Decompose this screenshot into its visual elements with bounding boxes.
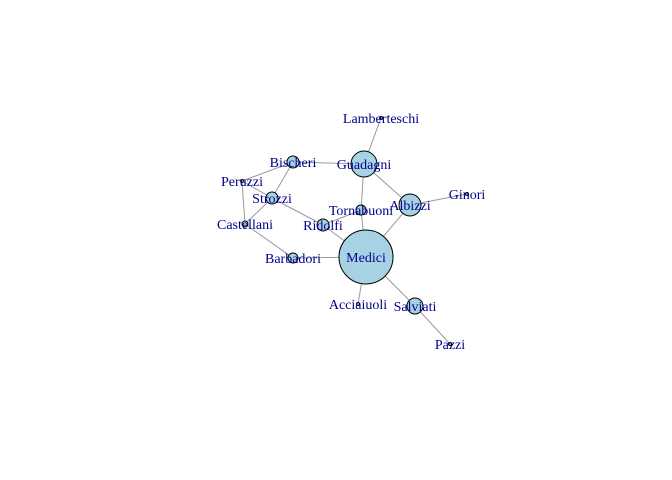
- node-label-ridolfi: Ridolfi: [303, 219, 343, 234]
- node-castellani: [241, 220, 249, 228]
- edge-salviati-pazzi: [414, 305, 451, 345]
- node-label-acciaiuoli: Acciaiuoli: [329, 298, 387, 313]
- node-ridolfi: [316, 218, 330, 232]
- node-bischeri: [286, 155, 300, 169]
- edge-peruzzi-castellani: [241, 180, 246, 225]
- node-label-lamberteschi: Lamberteschi: [343, 112, 419, 127]
- node-label-medici: Medici: [346, 251, 386, 266]
- node-peruzzi: [240, 179, 244, 183]
- edge-bischeri-peruzzi: [241, 161, 294, 182]
- node-strozzi: [265, 191, 279, 205]
- node-guadagni: [350, 150, 378, 178]
- node-label-pazzi: Pazzi: [435, 338, 465, 353]
- node-label-salviati: Salviati: [394, 300, 437, 315]
- node-medici: [338, 229, 394, 285]
- node-label-barbadori: Barbadori: [265, 252, 321, 267]
- node-ginori: [465, 192, 469, 196]
- node-layer: [240, 116, 469, 346]
- edge-tornabuoni-ridolfi: [322, 209, 362, 226]
- node-label-peruzzi: Peruzzi: [221, 175, 263, 190]
- node-label-guadagni: Guadagni: [337, 158, 392, 173]
- node-pazzi: [448, 342, 452, 346]
- node-label-castellani: Castellani: [217, 218, 273, 233]
- node-label-bischeri: Bischeri: [270, 156, 317, 171]
- edge-strozzi-ridolfi: [271, 197, 324, 226]
- node-acciaiuoli: [356, 302, 360, 306]
- node-lamberteschi: [379, 116, 383, 120]
- node-label-strozzi: Strozzi: [252, 192, 292, 207]
- node-label-albizzi: Albizzi: [389, 199, 430, 214]
- node-label-ginori: Ginori: [449, 188, 486, 203]
- node-albizzi: [398, 193, 422, 217]
- node-barbadori: [287, 252, 299, 264]
- node-salviati: [406, 297, 424, 315]
- node-tornabuoni: [355, 204, 367, 216]
- edge-castellani-barbadori: [244, 223, 294, 259]
- node-label-tornabuoni: Tornabuoni: [329, 204, 393, 219]
- edge-bischeri-strozzi: [271, 161, 294, 199]
